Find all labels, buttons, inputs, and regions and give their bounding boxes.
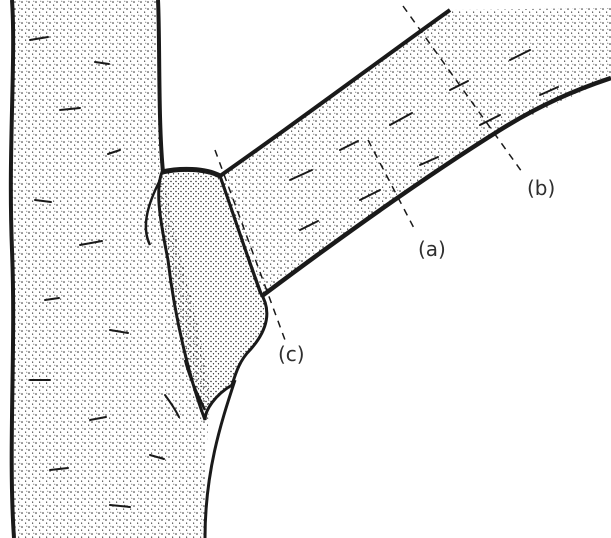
cut-label-c: (c) <box>278 344 305 364</box>
branch <box>220 8 611 296</box>
cut-label-a: (a) <box>418 239 446 259</box>
cut-label-b: (b) <box>527 178 555 198</box>
